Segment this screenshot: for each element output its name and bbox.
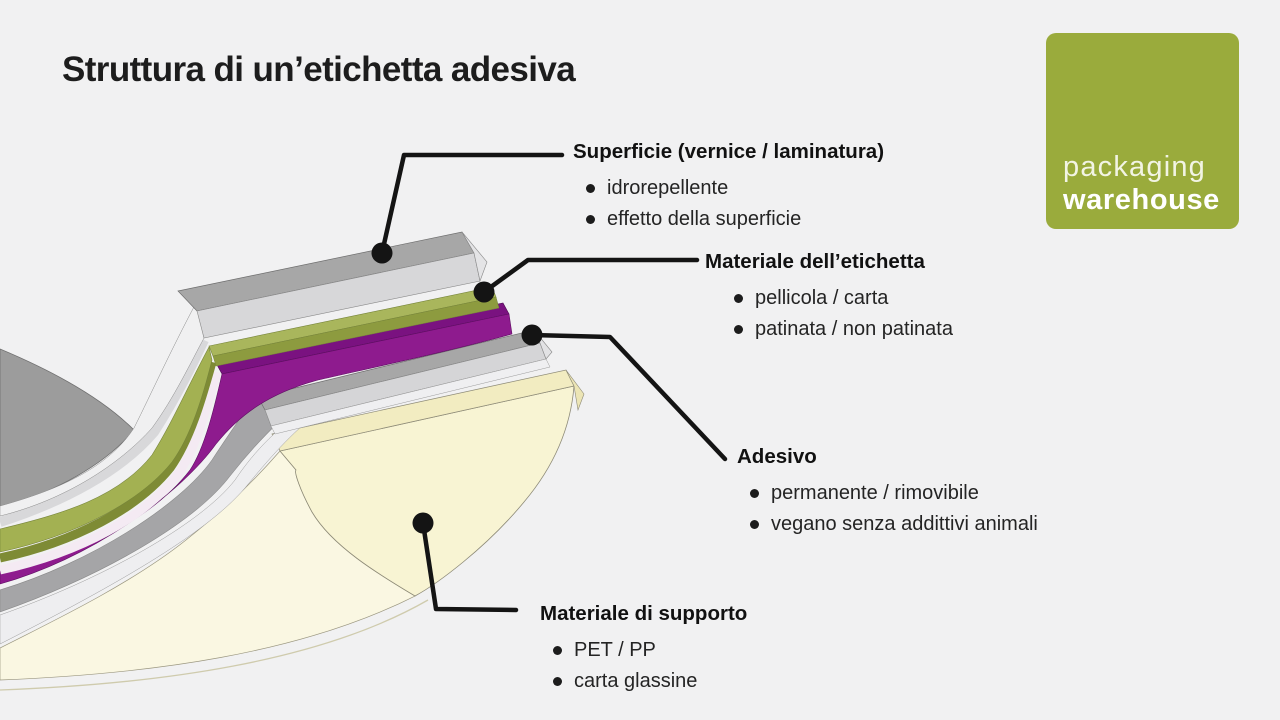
pink-highlight-stripe	[0, 370, 222, 575]
callout-dot-supporto	[412, 512, 434, 534]
adesivo-bottom-strip	[270, 358, 551, 435]
green-front-face	[212, 296, 500, 367]
logo-line-packaging: packaging	[1063, 151, 1207, 183]
callout-bullet: carta glassine	[540, 666, 747, 697]
callout-dot-adesivo	[521, 324, 543, 346]
callout-line-etichetta	[481, 257, 700, 295]
callout-dot-superficie	[371, 242, 393, 264]
logo-packaging-warehouse: packaging warehouse	[1046, 33, 1239, 229]
supporto-tip-cap	[565, 369, 585, 412]
callout-bullet: idrorepellente	[573, 173, 884, 204]
callout-bullet-list: pellicola / carta patinata / non patinat…	[705, 283, 953, 345]
callout-dot-etichetta	[473, 281, 495, 303]
callout-materiale-di-supporto: Materiale di supporto PET / PP carta gla…	[540, 601, 747, 697]
callout-bullet: patinata / non patinata	[705, 314, 953, 345]
layer-supporto	[0, 369, 585, 691]
callout-bullet-list: idrorepellente effetto della superficie	[573, 173, 884, 235]
layer-superficie	[0, 231, 488, 517]
green-tail-band	[0, 346, 213, 553]
supporto-bottom-edge-line	[0, 599, 429, 691]
callout-line-superficie	[379, 152, 565, 256]
page-title: Struttura di un’etichetta adesiva	[62, 50, 576, 89]
callout-connectors	[379, 152, 728, 613]
callout-bullet-list: permanente / rimovibile vegano senza add…	[737, 478, 1038, 540]
callout-bullet: effetto della superficie	[573, 204, 884, 235]
callout-bullet-list: PET / PP carta glassine	[540, 635, 747, 697]
callout-superficie: Superficie (vernice / laminatura) idrore…	[573, 139, 884, 235]
superficie-tip-cap	[461, 231, 488, 283]
callout-title: Superficie (vernice / laminatura)	[573, 140, 885, 163]
callout-bullet: pellicola / carta	[705, 283, 953, 314]
callout-adesivo: Adesivo permanente / rimovibile vegano s…	[737, 444, 1038, 540]
layer-vernice-green	[0, 286, 500, 553]
adesivo-white-band	[0, 404, 319, 645]
callout-title: Materiale dell’etichetta	[705, 250, 925, 273]
superficie-side-band	[0, 302, 205, 517]
callout-title: Adesivo	[737, 445, 817, 468]
callout-dots	[371, 242, 543, 534]
callout-bullet: permanente / rimovibile	[737, 478, 1038, 509]
callout-title: Materiale di supporto	[540, 602, 748, 625]
callout-materiale-etichetta: Materiale dell’etichetta pellicola / car…	[705, 249, 953, 345]
callout-bullet: vegano senza addittivi animali	[737, 509, 1038, 540]
adesivo-tail-band	[0, 389, 306, 613]
layer-adesivo	[0, 329, 553, 645]
logo-text: packaging warehouse	[1063, 151, 1220, 217]
callout-line-adesivo	[529, 332, 728, 462]
logo-line-warehouse: warehouse	[1063, 184, 1220, 216]
supporto-front-face	[279, 385, 575, 597]
callout-bullet: PET / PP	[540, 635, 747, 666]
callout-line-supporto	[420, 520, 519, 613]
surface-underside-stripe	[0, 337, 209, 527]
